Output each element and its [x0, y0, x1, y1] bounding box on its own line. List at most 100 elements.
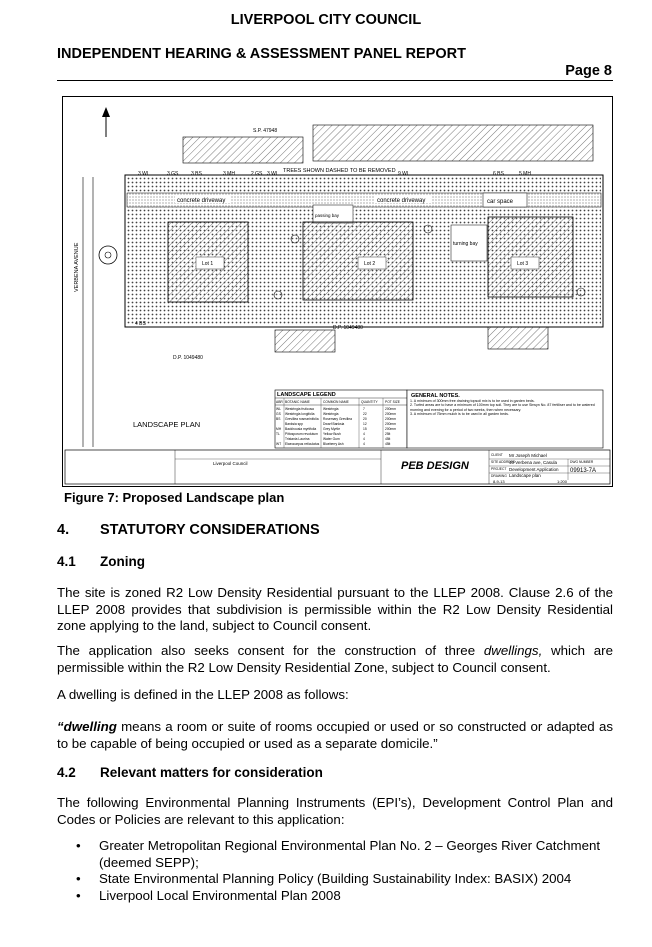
council-name: LIVERPOOL CITY COUNCIL — [230, 12, 422, 28]
drawing-name: Landscape plan — [509, 473, 541, 478]
figure-caption: Figure 7: Proposed Landscape plan — [64, 490, 285, 505]
epi-list: •Greater Metropolitan Regional Environme… — [57, 838, 613, 904]
list-item: •Greater Metropolitan Regional Environme… — [76, 838, 601, 870]
north-arrow-icon — [102, 107, 110, 117]
car-space — [482, 192, 528, 208]
notes-title: GENERAL NOTES. — [411, 393, 460, 399]
tree-code: 5 MH — [519, 171, 531, 177]
company-logo: PEB DESIGN — [401, 460, 470, 472]
legend-cell: Blueberry Ash — [323, 442, 344, 446]
tree-code: 6 BS — [493, 171, 505, 177]
legend-cell: Backhousia myrtifolia — [285, 427, 316, 431]
text-run: which are permissible within the R2 Low … — [57, 643, 613, 675]
paragraph-relevant-matters: The following Environmental Planning Ins… — [57, 795, 613, 827]
section-number: 4.1 — [57, 554, 76, 569]
legend-cell: 4 — [363, 442, 365, 446]
section-title: Zoning — [100, 554, 145, 569]
site-boundary — [124, 174, 604, 328]
legend-cell: WT — [276, 442, 281, 446]
trees-removed-label: TREES SHOWN DASHED TO BE REMOVED — [283, 168, 396, 174]
tree-icon — [576, 287, 586, 297]
legend-cell: 20 — [363, 417, 367, 421]
legend-cell: BS — [276, 417, 281, 421]
tree-icon — [290, 234, 300, 244]
existing-tree-icon — [98, 245, 118, 265]
tree-code: 9 WL — [398, 171, 410, 177]
plan-title: LANDSCAPE PLAN — [133, 420, 200, 429]
landscape-legend: LANDSCAPE LEGEND ABR BOTANIC NAME COMMON… — [274, 389, 408, 449]
legend-cell: 12 — [363, 422, 367, 426]
car-space-label: car space — [487, 199, 514, 205]
legend-col: BOTANIC NAME — [285, 400, 311, 404]
note-item: 3. A minimum of 75mm mulch is to be used… — [410, 412, 509, 417]
driveway-label-2: concrete driveway — [377, 198, 425, 204]
tree-code: 3 WL — [267, 171, 279, 177]
legend-cell: Pittosporum revolutum — [285, 432, 318, 436]
section-4-heading: 4.STATUTORY CONSIDERATIONS — [57, 522, 320, 538]
dwg-number: 09913-7A — [570, 468, 596, 474]
legend-cell: 200mm — [385, 407, 396, 411]
legend-cell: Elaeocarpus reticulatus — [285, 442, 320, 446]
landscape-plan-figure: S.P. 47948 Lot 1 Lot 2 Lot 3 concrete dr… — [62, 96, 613, 487]
site-address: 40 Verbena ave, Casula — [509, 460, 558, 465]
legend-cell: 4 — [363, 432, 365, 436]
legend-cell: GS — [276, 412, 282, 416]
landscape-plan-drawing: S.P. 47948 Lot 1 Lot 2 Lot 3 concrete dr… — [64, 107, 611, 485]
section-number: 4.2 — [57, 765, 76, 780]
legend-cell: Westringia longifolia — [285, 412, 315, 416]
turning-bay — [450, 224, 488, 262]
legend-cell: 7 — [363, 407, 365, 411]
project-label: PROJECT — [491, 467, 506, 471]
drawing-date: 8-9-13 — [493, 479, 505, 484]
legend-cell: 200mm — [385, 412, 396, 416]
dp-label-2: D.P. 1049480 — [333, 325, 363, 331]
address-label: SITE ADDRESS — [491, 460, 516, 464]
legend-cell: MH — [276, 427, 282, 431]
dp-label-1: D.P. 1049480 — [173, 355, 203, 361]
text-run: means a room or suite of rooms occupied … — [57, 719, 613, 751]
tree-code: 3 WL — [138, 171, 150, 177]
concrete-driveway — [126, 192, 602, 208]
tree-icon — [423, 224, 433, 234]
passing-bay-label: passing bay — [315, 213, 340, 218]
section-title: Relevant matters for consideration — [100, 765, 323, 780]
legend-cell: Rosemary Grevillea — [323, 417, 352, 421]
legend-col: COMMON NAME — [323, 400, 350, 404]
neighbour-building-left — [182, 136, 304, 164]
legend-cell: Grey Myrtle — [323, 427, 340, 431]
paragraph-dwellings: The application also seeks consent for t… — [57, 643, 613, 676]
tree-code: 3 BS — [191, 171, 203, 177]
project-name: Development Application — [509, 467, 559, 472]
header-rule — [57, 80, 613, 81]
driveway-label-1: concrete driveway — [177, 198, 225, 204]
paragraph-definition: “dwelling means a room or suite of rooms… — [57, 719, 613, 752]
general-notes: GENERAL NOTES. 1. A minimum of 300mm fre… — [406, 389, 604, 449]
legend-cell: TL — [276, 432, 280, 436]
list-item: •Liverpool Local Environmental Plan 2008 — [76, 887, 341, 903]
list-item: •State Environmental Planning Policy (Bu… — [76, 871, 572, 886]
lot2-label: Lot 2 — [364, 261, 375, 267]
legend-cell: Westringia — [323, 407, 339, 411]
section-number: 4. — [57, 522, 70, 538]
text-emphasis: dwellings, — [483, 643, 543, 658]
legend-cell: WL — [276, 407, 281, 411]
drawing-scale: 1:200 — [557, 479, 568, 484]
legend-cell: Tristania Laurina — [285, 437, 310, 441]
dp-label-top: S.P. 47948 — [253, 128, 277, 134]
dwg-no-label: DWG NUMBER — [570, 460, 594, 464]
legend-cell: Water Gum — [323, 437, 340, 441]
text-run: The application also seeks consent for t… — [57, 643, 484, 658]
note-item: 1. A minimum of 300mm free draining tops… — [410, 399, 535, 403]
drawing-label: DRAWING — [491, 474, 507, 478]
legend-cell: 200mm — [385, 427, 396, 431]
defined-term: “dwelling — [57, 719, 117, 734]
tree-icon — [273, 290, 283, 300]
tree-code: 3 GS — [167, 171, 179, 177]
legend-cell: 15 — [363, 427, 367, 431]
paragraph-definition-intro: A dwelling is defined in the LLEP 2008 a… — [57, 687, 349, 702]
legend-cell: Grevillea rosmarinifolia — [285, 417, 319, 421]
legend-col: QUANTITY — [361, 400, 378, 404]
legend-cell: Yellow Bush — [323, 432, 341, 436]
section-4-1-heading: 4.1 Zoning — [57, 554, 145, 569]
legend-cell: 200mm — [385, 417, 396, 421]
